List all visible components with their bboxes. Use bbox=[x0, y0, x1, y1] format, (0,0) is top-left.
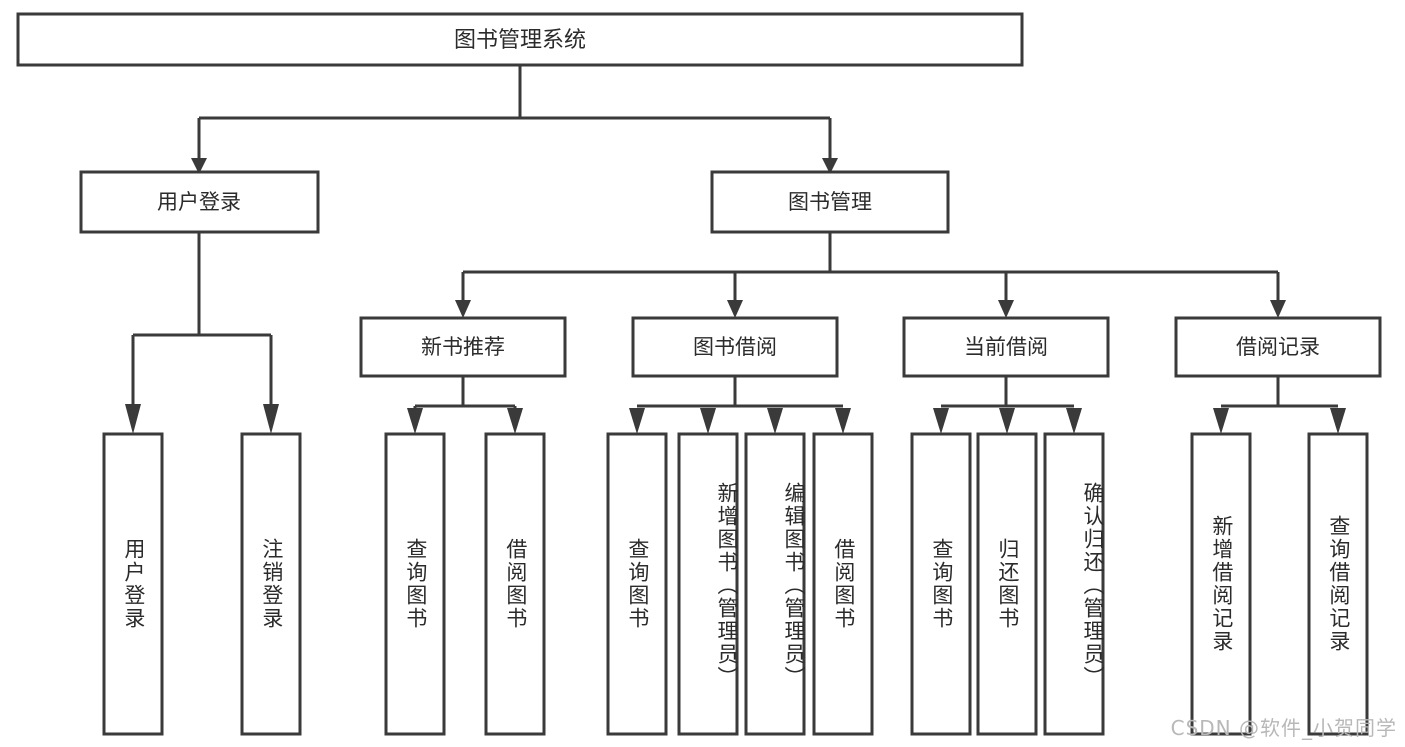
node-current-borrow-label: 当前借阅 bbox=[964, 335, 1048, 359]
arrow-head-current-leaf3 bbox=[1066, 408, 1082, 434]
node-new-book-recommend-label: 新书推荐 bbox=[421, 335, 505, 359]
node-book-borrow-box[interactable] bbox=[631, 316, 839, 378]
leaf-box-query-book-3[interactable] bbox=[910, 432, 972, 736]
leaf-box-user-login[interactable] bbox=[102, 432, 164, 736]
leaf-box-add-borrow-record[interactable] bbox=[1190, 432, 1252, 736]
arrow-head-borrow bbox=[727, 300, 743, 318]
arrow-head-record-leaf1 bbox=[1213, 408, 1229, 434]
arrow-head-current-leaf2 bbox=[999, 408, 1015, 434]
arrow-head-borrow-leaf3 bbox=[767, 408, 783, 434]
arrow-head-newbook bbox=[455, 300, 471, 318]
node-borrow-record-label: 借阅记录 bbox=[1236, 335, 1320, 359]
node-current-borrow-box[interactable] bbox=[902, 316, 1110, 378]
node-user-login-label: 用户登录 bbox=[157, 190, 241, 214]
leaf-box-add-book-admin[interactable] bbox=[677, 432, 739, 736]
arrow-head-current-leaf1 bbox=[933, 408, 949, 434]
node-book-management[interactable]: 图书管理 bbox=[710, 170, 950, 234]
leaf-box-borrow-book-2[interactable] bbox=[812, 432, 874, 736]
arrow-head-borrow-leaf2 bbox=[700, 408, 716, 434]
leaf-box-query-borrow-record[interactable] bbox=[1307, 432, 1369, 736]
node-book-borrow-label: 图书借阅 bbox=[693, 335, 777, 359]
node-root[interactable]: 图书管理系统 bbox=[16, 12, 1024, 67]
leaf-box-layer bbox=[102, 432, 1369, 736]
node-new-book-recommend[interactable]: 新书推荐 bbox=[359, 316, 567, 378]
node-book-management-box[interactable] bbox=[710, 170, 950, 234]
node-borrow-record[interactable]: 借阅记录 bbox=[1174, 316, 1382, 378]
leaf-box-return-book[interactable] bbox=[976, 432, 1038, 736]
node-new-book-recommend-box[interactable] bbox=[359, 316, 567, 378]
leaf-box-query-book-2[interactable] bbox=[606, 432, 668, 736]
node-current-borrow[interactable]: 当前借阅 bbox=[902, 316, 1110, 378]
arrow-head-userlogin-leaf2 bbox=[263, 404, 279, 434]
csdn-watermark: CSDN @软件_小贺同学 bbox=[1170, 716, 1397, 740]
arrow-head-current bbox=[998, 300, 1014, 318]
arrow-head-book-mgmt bbox=[822, 158, 838, 174]
leaf-box-edit-book-admin[interactable] bbox=[744, 432, 806, 736]
node-book-management-label: 图书管理 bbox=[788, 190, 872, 214]
arrow-head-record bbox=[1270, 300, 1286, 318]
node-root-box[interactable] bbox=[16, 12, 1024, 67]
leaf-box-logout[interactable] bbox=[240, 432, 302, 736]
node-root-label: 图书管理系统 bbox=[454, 28, 586, 53]
arrow-head-user-login bbox=[191, 158, 207, 174]
connector-layer bbox=[125, 65, 1346, 434]
node-user-login[interactable]: 用户登录 bbox=[79, 170, 320, 234]
arrow-head-userlogin-leaf1 bbox=[125, 404, 141, 434]
arrow-head-newbook-leaf1 bbox=[407, 408, 423, 434]
arrow-head-borrow-leaf4 bbox=[835, 408, 851, 434]
arrow-head-record-leaf2 bbox=[1330, 408, 1346, 434]
leaf-box-query-book-1[interactable] bbox=[384, 432, 446, 736]
arrow-head-borrow-leaf1 bbox=[629, 408, 645, 434]
arrow-head-newbook-leaf2 bbox=[507, 408, 523, 434]
leaf-box-borrow-book-1[interactable] bbox=[484, 432, 546, 736]
leaf-box-confirm-return-admin[interactable] bbox=[1043, 432, 1105, 736]
node-book-borrow[interactable]: 图书借阅 bbox=[631, 316, 839, 378]
node-borrow-record-box[interactable] bbox=[1174, 316, 1382, 378]
node-user-login-box[interactable] bbox=[79, 170, 320, 234]
